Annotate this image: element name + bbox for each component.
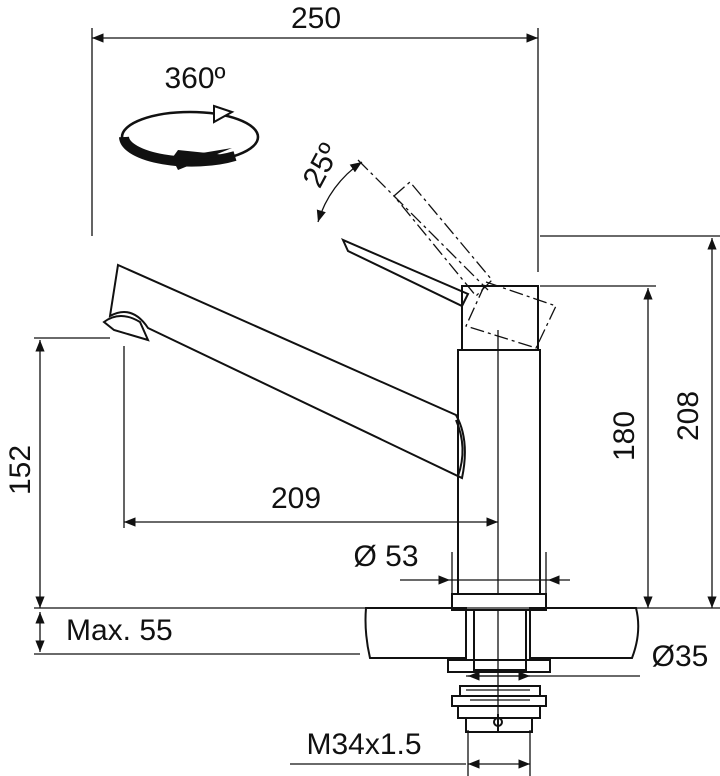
rotation-icon: 360º — [119, 62, 260, 170]
mounting-shank — [447, 609, 551, 733]
thread-label: M34x1.5 — [306, 728, 421, 761]
base-diameter-dimension: Ø 53 — [353, 540, 570, 594]
countertop: Max. 55 — [34, 607, 720, 659]
width-dimension: 250 — [91, 2, 539, 272]
spout-height-dimension: 152 — [4, 337, 110, 608]
body-height-label: 180 — [608, 411, 641, 461]
spout-reach-dimension: 209 — [123, 346, 498, 528]
rotation-label: 360º — [164, 62, 225, 95]
max-thickness-label: Max. 55 — [66, 614, 173, 647]
total-height-label: 208 — [672, 391, 705, 441]
thread-dimension: M34x1.5 — [290, 728, 531, 776]
faucet-body — [102, 238, 557, 595]
width-label: 250 — [291, 2, 341, 35]
spout-height-label: 152 — [4, 445, 37, 495]
hole-diameter-label: Ø35 — [652, 640, 709, 673]
tilt-label: 25º — [297, 138, 347, 193]
height-dimensions: 180 208 — [540, 235, 720, 608]
hole-diameter-dimension: Ø35 — [466, 640, 709, 681]
spout-reach-label: 209 — [271, 482, 321, 515]
base-diameter-label: Ø 53 — [353, 540, 418, 573]
